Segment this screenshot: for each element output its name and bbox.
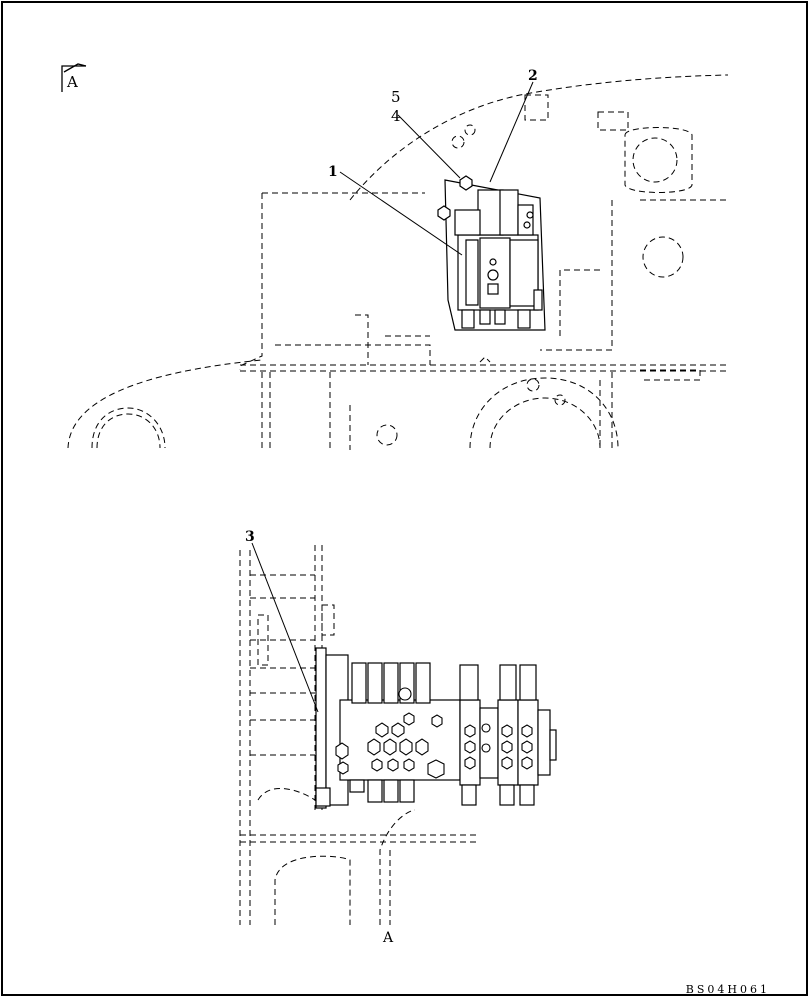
callout-3: 3 (245, 529, 255, 545)
callout-leaders-top (339, 81, 534, 256)
view-marker-label: A (66, 73, 78, 91)
callout-2: 2 (528, 68, 538, 84)
callout-leader-bottom (251, 542, 319, 713)
valve-ports (335, 687, 533, 779)
control-valve-view-a (315, 647, 557, 809)
view-arrow-a (61, 63, 87, 92)
machine-outline-top (67, 74, 729, 450)
callout-1: 1 (328, 164, 338, 180)
drawing-code: BS04H061 (685, 983, 770, 996)
control-valve-top-view (437, 175, 546, 331)
callout-4: 4 (391, 107, 401, 125)
callout-5: 5 (391, 88, 401, 106)
section-label: A (382, 930, 394, 946)
